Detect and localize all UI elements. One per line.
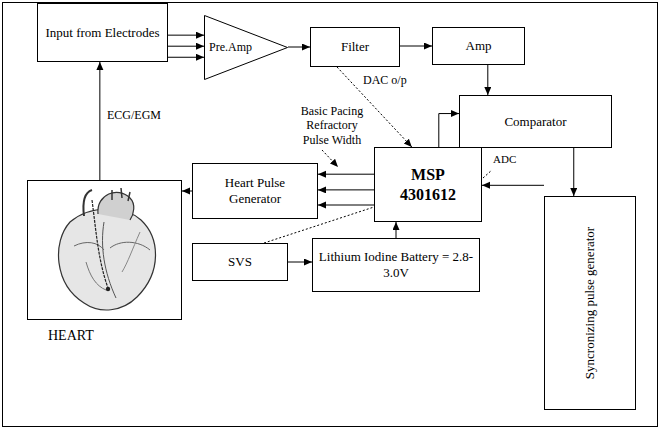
node-text: Pre.Amp xyxy=(209,40,252,54)
arrow-connector xyxy=(182,191,192,192)
heart-illustration xyxy=(58,188,155,310)
arrow-connector xyxy=(400,46,432,47)
node-text: Input from Electrodes xyxy=(45,25,159,41)
arrow-connector xyxy=(318,189,374,190)
battery-box: Lithium Iodine Battery = 2.8-3.0V xyxy=(312,238,480,292)
node-text: SVS xyxy=(228,254,252,270)
adc-leader-line xyxy=(483,170,492,178)
arrow-connector xyxy=(439,114,459,147)
arrow-connector xyxy=(396,222,397,238)
sync-generator-box: Syncronizing pulse generator xyxy=(544,196,636,410)
arrow-connector xyxy=(168,35,204,36)
node-text: MSP 4301612 xyxy=(387,165,469,203)
arrow-connector xyxy=(573,148,574,196)
preamp-triangle: Pre.Amp xyxy=(204,15,288,80)
heart-box: HEART xyxy=(27,180,182,320)
node-text: Syncronizing pulse generator xyxy=(582,227,598,379)
microcontroller-box: MSP 4301612 xyxy=(374,147,482,222)
node-text: Comparator xyxy=(504,114,566,130)
arrow-connector xyxy=(318,205,374,206)
arrow-connector xyxy=(99,62,100,180)
amp-box: Amp xyxy=(432,27,525,65)
arrow-connector xyxy=(288,262,312,263)
arrow-connector xyxy=(482,185,544,186)
organ-label: HEART xyxy=(48,328,94,345)
pin-label: ADC xyxy=(492,153,524,166)
arrow-connector xyxy=(288,47,310,48)
svs-box: SVS xyxy=(192,243,288,281)
arrow-connector xyxy=(318,174,374,175)
filter-box: Filter xyxy=(310,27,400,67)
node-text: Filter xyxy=(341,39,369,55)
arrow-connector xyxy=(487,65,488,95)
setting-label: Basic Pacing Refractory Pulse Width xyxy=(292,104,372,147)
pulse-generator-box: Heart Pulse Generator xyxy=(192,163,318,219)
arrow-connector xyxy=(168,57,204,58)
node-text: Amp xyxy=(466,38,492,54)
comparator-box: Comparator xyxy=(459,95,612,148)
edge-label: ECG/EGM xyxy=(106,108,162,122)
node-text: Lithium Iodine Battery = 2.8-3.0V xyxy=(318,249,474,280)
arrow-connector xyxy=(168,46,204,47)
connector-layer xyxy=(100,35,574,262)
input-box: Input from Electrodes xyxy=(37,3,168,62)
node-text: Heart Pulse Generator xyxy=(198,175,312,206)
triangle-shape xyxy=(205,16,288,80)
edge-label: DAC o/p xyxy=(362,73,408,87)
pointer-line xyxy=(322,150,338,167)
